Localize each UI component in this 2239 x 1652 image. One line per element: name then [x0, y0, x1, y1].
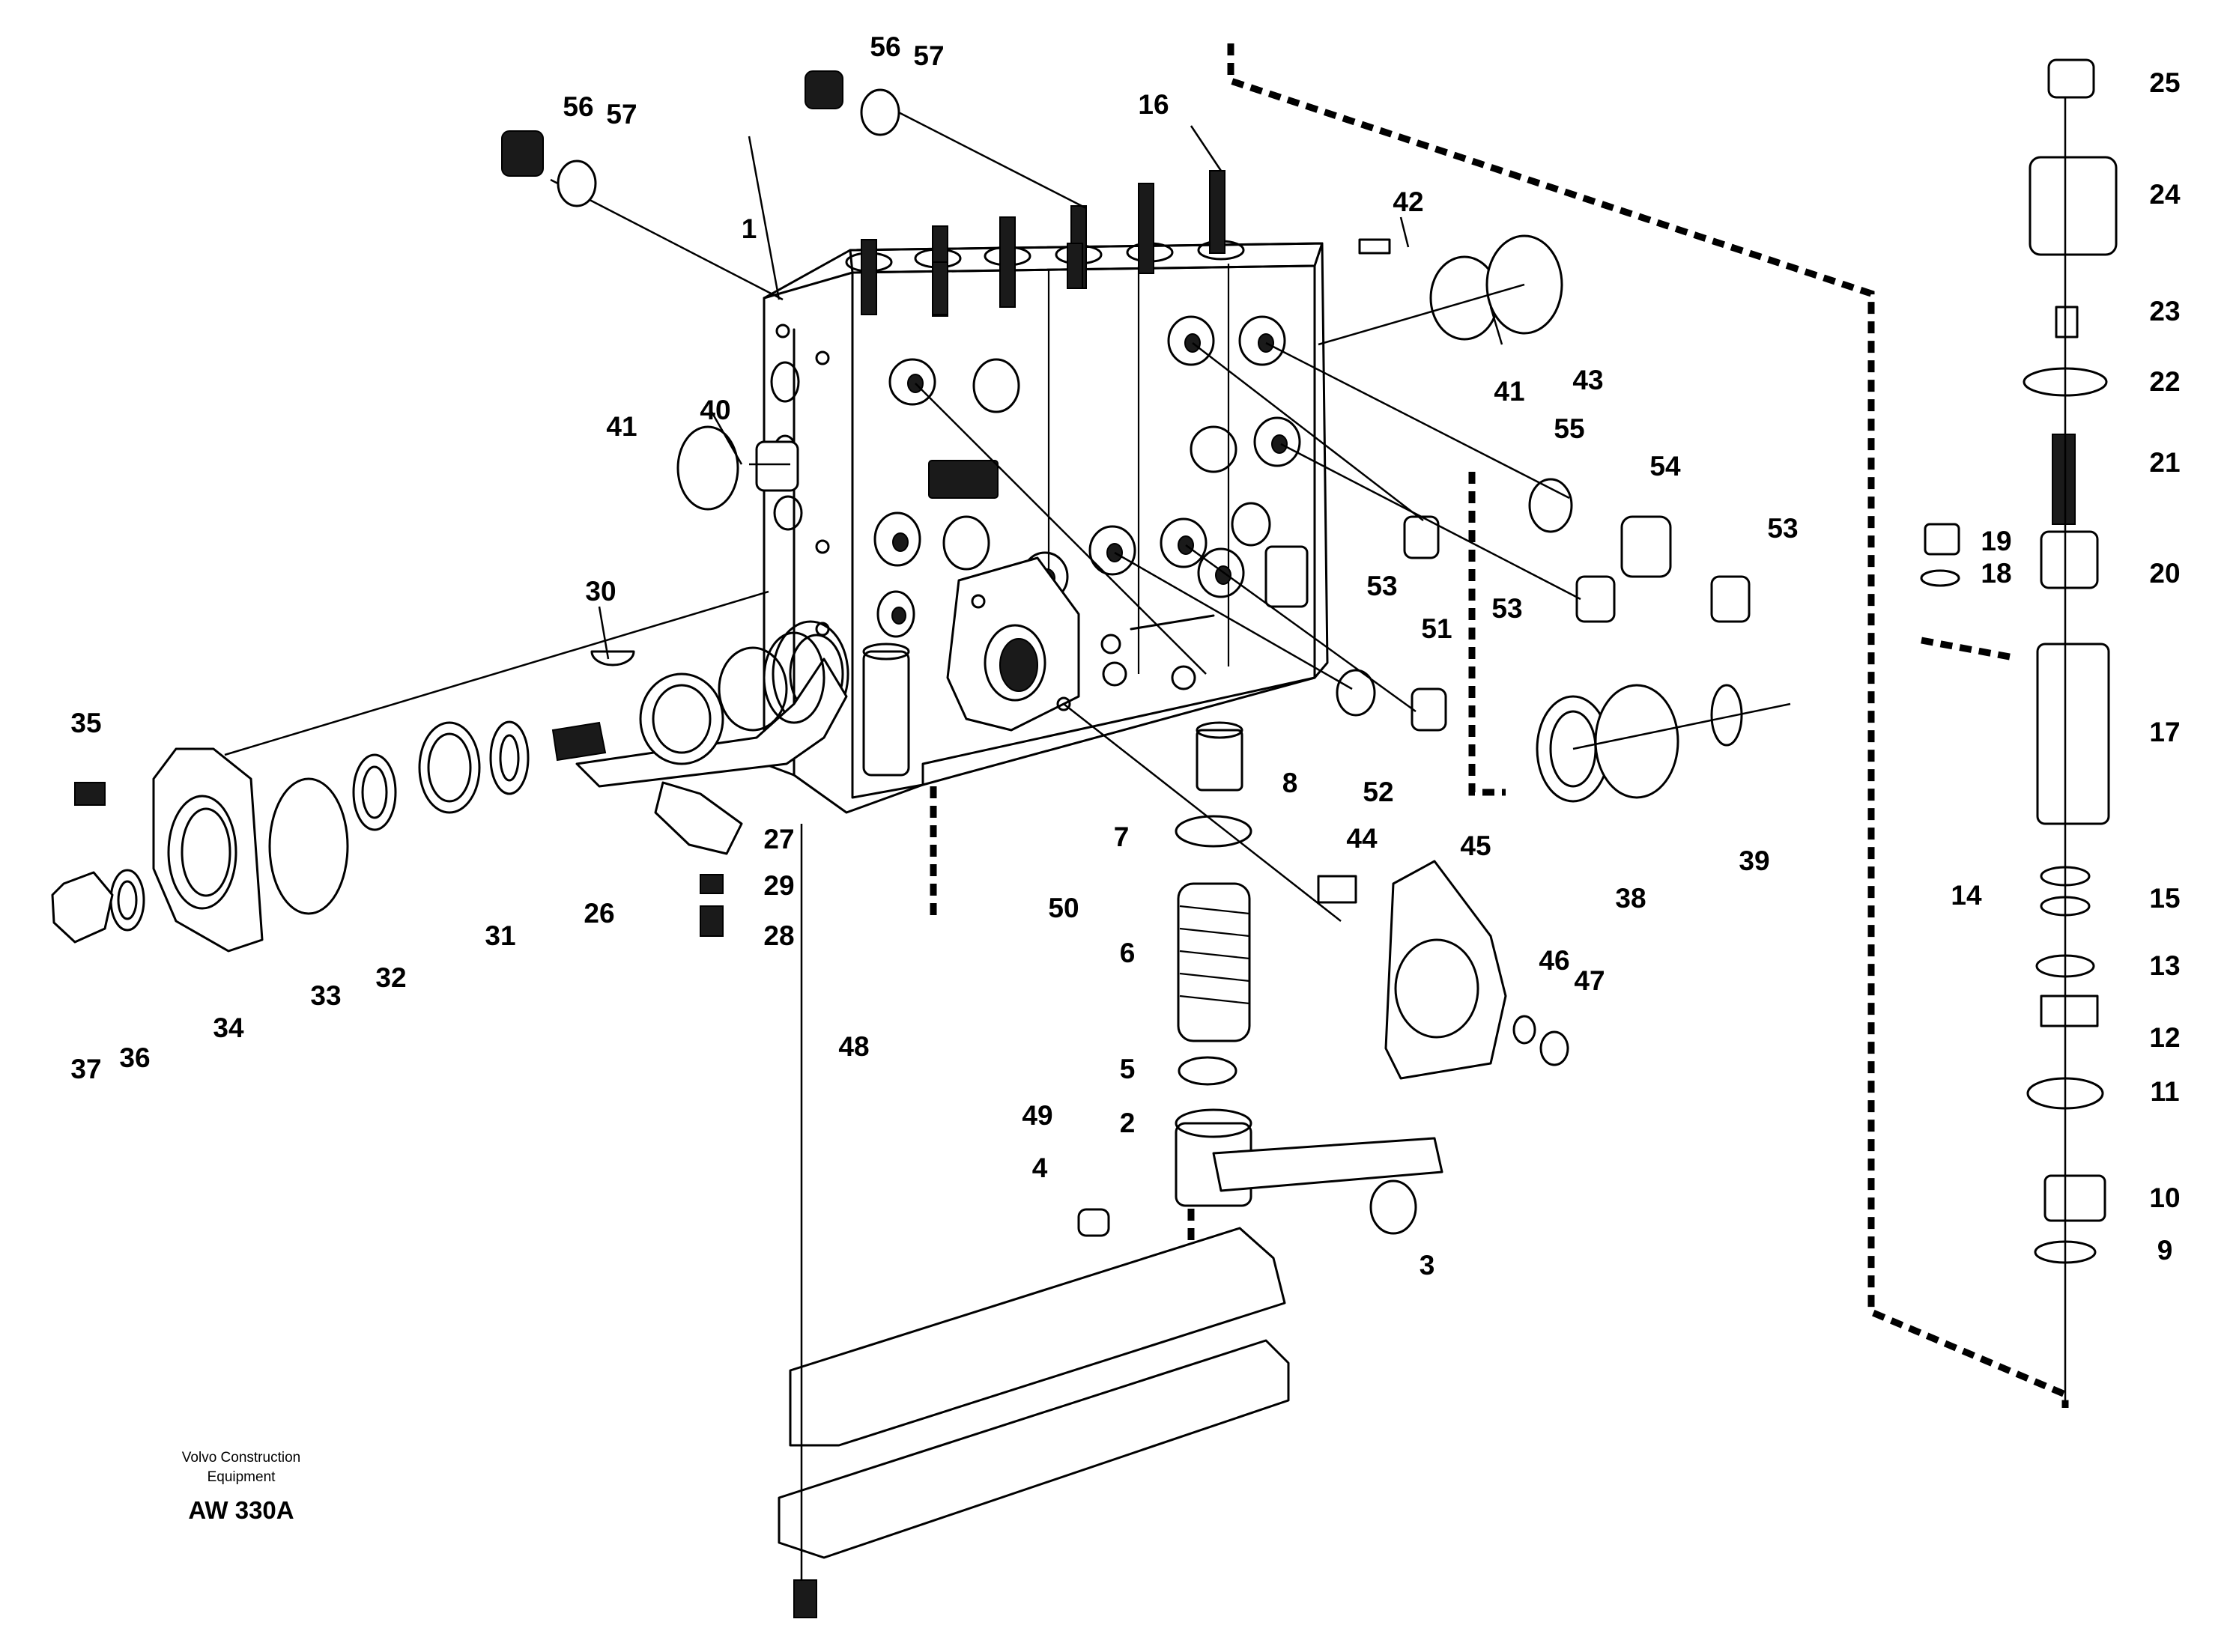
- callout-9: 9: [2157, 1235, 2173, 1266]
- callout-31: 31: [485, 920, 515, 951]
- callout-56-top: 56: [870, 31, 900, 62]
- leader-lines: [224, 103, 1791, 922]
- callout-43: 43: [1572, 365, 1603, 395]
- callout-18: 18: [1981, 558, 2011, 589]
- plug-screws: [501, 70, 900, 207]
- callout-49: 49: [1022, 1100, 1052, 1131]
- callout-1: 1: [742, 213, 757, 244]
- callout-3: 3: [1420, 1250, 1435, 1281]
- callout-13: 13: [2149, 950, 2180, 981]
- callout-22: 22: [2149, 366, 2180, 397]
- callout-19: 19: [1981, 526, 2011, 556]
- callout-53-c: 53: [1767, 513, 1798, 544]
- callout-2: 2: [1120, 1108, 1136, 1138]
- callout-30: 30: [585, 576, 616, 607]
- callout-16: 16: [1138, 89, 1169, 120]
- callout-42: 42: [1393, 186, 1423, 217]
- callout-11: 11: [2150, 1076, 2179, 1107]
- callout-20: 20: [2149, 558, 2180, 589]
- callout-34: 34: [213, 1012, 244, 1043]
- callout-28: 28: [763, 920, 794, 951]
- callout-55: 55: [1554, 413, 1584, 444]
- callout-40: 40: [700, 395, 730, 425]
- left-seals-bearings: [51, 650, 743, 953]
- callout-15: 15: [2149, 883, 2180, 914]
- callout-46: 46: [1539, 945, 1569, 976]
- callout-14: 14: [1951, 880, 1982, 911]
- callout-labels: 1 2 3 4 5 6 7 8 9 10 11 12 13 14 15 16 1…: [70, 31, 2181, 1281]
- callout-35: 35: [70, 708, 101, 738]
- callout-45: 45: [1460, 830, 1491, 861]
- drawing-code: AW 330A: [188, 1496, 294, 1524]
- callout-6: 6: [1120, 938, 1136, 968]
- callout-54: 54: [1649, 451, 1681, 482]
- callout-17: 17: [2149, 717, 2180, 747]
- callout-5: 5: [1120, 1054, 1136, 1084]
- callout-51: 51: [1421, 613, 1452, 644]
- callout-41-right: 41: [1494, 376, 1524, 407]
- callout-12: 12: [2149, 1022, 2180, 1053]
- credit-line-1: Volvo Construction: [182, 1450, 300, 1466]
- right-side-parts: [676, 234, 1751, 1080]
- callout-57-left: 57: [606, 99, 637, 130]
- callout-24: 24: [2149, 179, 2181, 210]
- callout-25: 25: [2149, 67, 2180, 98]
- bottom-covers: [778, 824, 1290, 1618]
- callout-26: 26: [584, 898, 614, 929]
- credit-block: Volvo Construction Equipment AW 330A: [182, 1450, 300, 1524]
- callout-53-b: 53: [1491, 593, 1522, 624]
- callout-57-top: 57: [913, 40, 944, 71]
- callout-47: 47: [1574, 965, 1605, 996]
- callout-50: 50: [1048, 893, 1079, 923]
- callout-37: 37: [70, 1054, 101, 1084]
- credit-line-2: Equipment: [207, 1469, 276, 1485]
- callout-33: 33: [310, 980, 341, 1011]
- callout-4: 4: [1032, 1153, 1048, 1183]
- pump-housing: [763, 240, 1329, 814]
- callout-29: 29: [763, 870, 794, 901]
- callout-53-a: 53: [1366, 571, 1397, 601]
- callout-8: 8: [1282, 768, 1298, 798]
- callout-23: 23: [2149, 296, 2180, 327]
- studs: [861, 170, 1225, 317]
- callout-44: 44: [1346, 823, 1378, 854]
- delivery-valve-stack: [1920, 58, 2118, 1408]
- callout-7: 7: [1114, 822, 1130, 852]
- callout-27: 27: [763, 824, 794, 854]
- callout-56-left: 56: [563, 91, 593, 122]
- camshaft-assembly: [551, 631, 848, 788]
- callout-41-left: 41: [606, 411, 637, 442]
- callout-52: 52: [1363, 777, 1393, 807]
- callout-36: 36: [119, 1042, 150, 1073]
- callout-39: 39: [1739, 845, 1769, 876]
- center-tappet-parts: [1077, 721, 1443, 1237]
- callout-48: 48: [838, 1031, 869, 1062]
- callout-21: 21: [2149, 447, 2180, 478]
- callout-10: 10: [2149, 1182, 2180, 1213]
- callout-32: 32: [375, 962, 406, 993]
- callout-38: 38: [1615, 883, 1646, 914]
